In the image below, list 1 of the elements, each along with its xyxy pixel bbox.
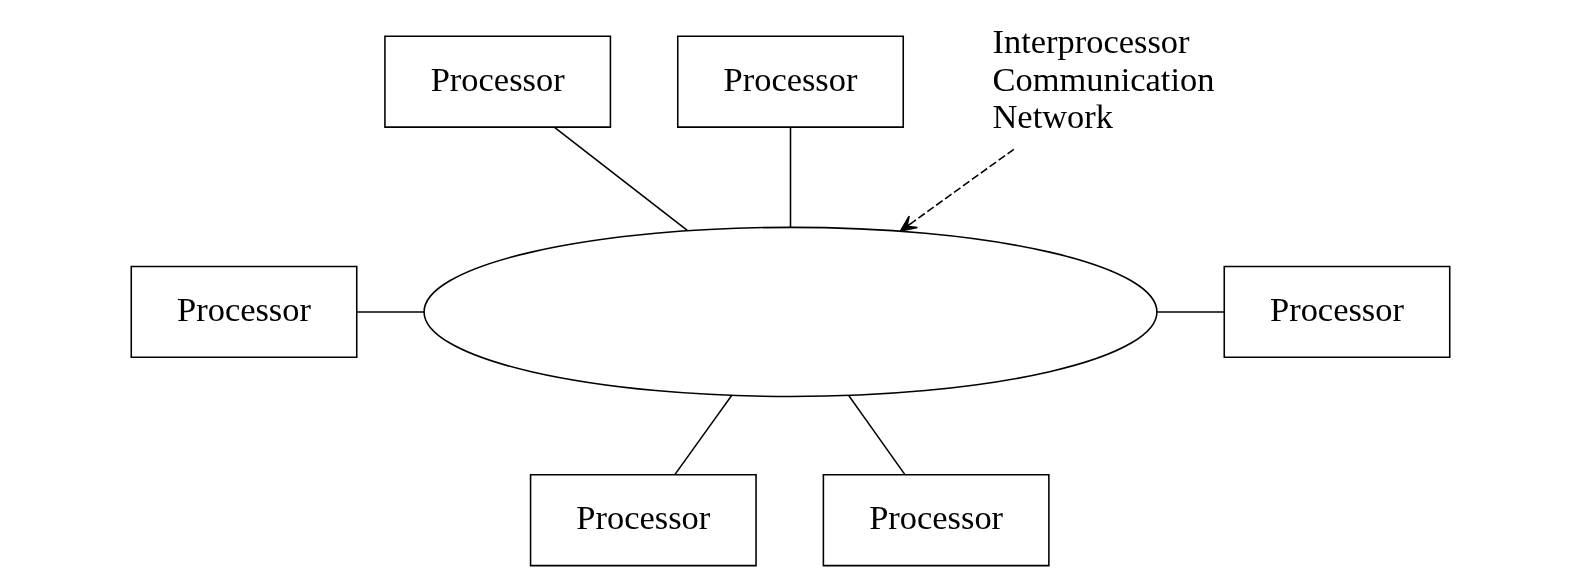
node-text: Interprocessor Communication Network — [992, 21, 1215, 136]
